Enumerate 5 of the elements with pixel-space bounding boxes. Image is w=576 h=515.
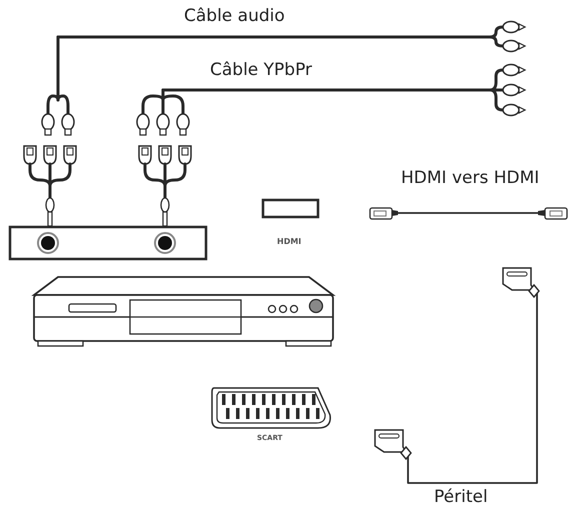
cable-label: HDMI vers HDMI xyxy=(401,170,540,187)
port-label: HDMI xyxy=(277,238,302,246)
cable-label: Câble YPbPr xyxy=(210,62,312,79)
cable-label: Câble audio xyxy=(184,8,285,25)
cable-label: Péritel xyxy=(434,489,488,506)
